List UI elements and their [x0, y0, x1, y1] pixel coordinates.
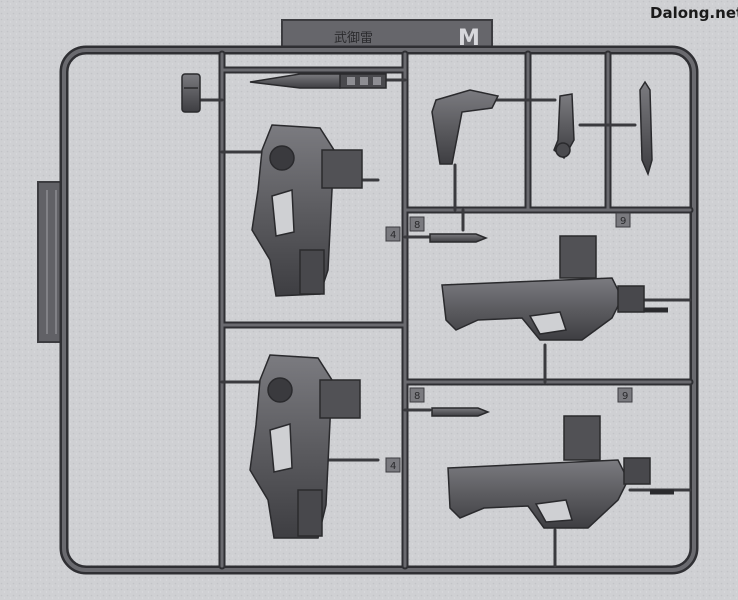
clip-part [553, 93, 575, 160]
part-number-label: 9 [620, 216, 626, 227]
part-number-tags: 4 4 8 8 9 9 [385, 212, 633, 473]
rifle-part-vertical-bottom [249, 354, 361, 539]
rifle-part-vertical-top [251, 124, 363, 297]
rifle-part-horizontal-top [441, 235, 668, 341]
grip-part [431, 89, 500, 165]
blade-part [639, 80, 653, 177]
bracket-part [181, 73, 201, 113]
part-number-label: 8 [414, 391, 420, 402]
part-number-label: 9 [622, 391, 628, 402]
sprue-frame [59, 45, 699, 575]
ammo-parts [429, 233, 491, 417]
tag-letter: M [458, 26, 480, 51]
rifle-part-horizontal-bottom [447, 415, 674, 529]
part-number-label: 8 [414, 220, 420, 231]
part-number-label: 4 [390, 461, 396, 472]
part-number-label: 4 [390, 230, 396, 241]
knife-part [249, 73, 387, 89]
watermark-text: Dalong.net [650, 4, 738, 22]
tag-title: 武御雷 [334, 31, 373, 46]
